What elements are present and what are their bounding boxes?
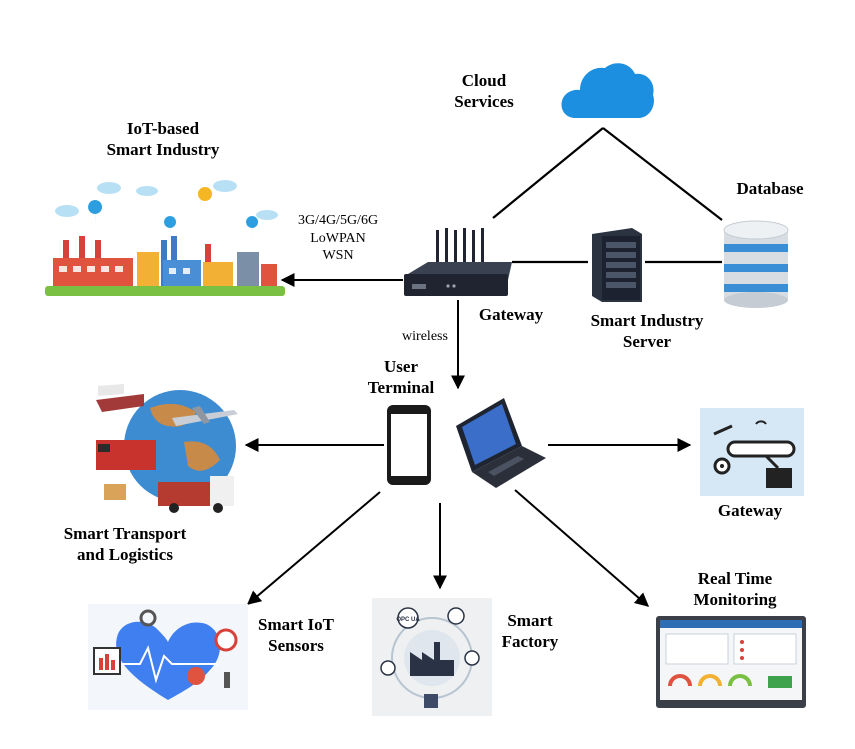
gateway-top-label: Gateway — [478, 305, 544, 324]
smart-factory-illustration: OPC UA — [372, 598, 492, 716]
laptop-icon — [456, 398, 546, 488]
iot-sensors-illustration — [88, 604, 248, 710]
link-cloud-database — [602, 127, 723, 221]
opc-ua-badge: OPC UA — [396, 617, 420, 623]
database-label: Database — [736, 179, 804, 198]
arrow-terminal-monitoring — [514, 489, 650, 607]
server-icon — [592, 228, 642, 302]
gateway-right-label: Gateway — [717, 501, 783, 520]
database-icon — [723, 220, 789, 308]
monitoring-dashboard-illustration — [656, 616, 806, 708]
cloud-icon — [561, 63, 654, 118]
gateway-device-illustration — [700, 408, 804, 496]
arrow-terminal-sensors — [246, 491, 381, 605]
smartphone-icon — [387, 405, 431, 485]
wireless-label: wireless — [402, 329, 448, 344]
gateway-router-icon — [404, 228, 512, 296]
smart-industry-illustration — [45, 180, 285, 296]
transport-logistics-illustration — [96, 384, 238, 513]
link-gateway-cloud — [492, 127, 604, 219]
